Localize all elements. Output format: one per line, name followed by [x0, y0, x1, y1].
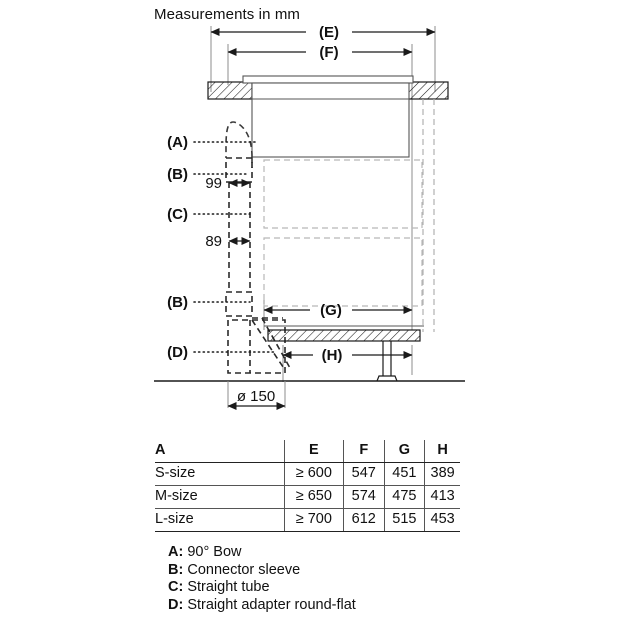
connector-sleeve-upper: [225, 157, 253, 183]
dimension-e: (E): [210, 24, 436, 41]
legend-text-c: Straight tube: [183, 579, 270, 595]
cell-g: 515: [383, 508, 425, 532]
dimension-value-150: ø 150: [237, 388, 275, 405]
cell-h: 389: [424, 462, 460, 486]
callout-c: (C): [167, 206, 251, 223]
callout-label-b-upper: (B): [167, 166, 188, 183]
cell-g: 451: [383, 462, 425, 486]
support-leg: [376, 341, 398, 382]
cell-e: ≥ 650: [283, 485, 344, 509]
cell-size-name: M-size: [155, 485, 285, 509]
dimension-diameter-150: ø 150: [227, 381, 286, 410]
legend-text-a: 90° Bow: [183, 544, 242, 560]
callout-label-b-lower: (B): [167, 294, 188, 311]
cell-g: 475: [383, 485, 425, 509]
cell-h: 413: [424, 485, 460, 509]
cell-h: 453: [424, 508, 460, 532]
column-header-g: G: [383, 440, 425, 463]
worktop-left: [207, 81, 253, 100]
table-body: S-size ≥ 600 547 451 389 M-size ≥ 650 57…: [155, 462, 460, 532]
legend-item-b: B: Connector sleeve: [168, 562, 356, 580]
cell-f: 574: [342, 485, 385, 509]
bow-90-degree: [225, 121, 253, 168]
cell-e: ≥ 700: [283, 508, 344, 532]
column-header-a: A: [155, 440, 285, 463]
callout-d: (D): [167, 344, 277, 361]
table-header: A E F G H: [155, 440, 460, 463]
callout-b-lower: (B): [167, 294, 251, 311]
cell-f: 612: [342, 508, 385, 532]
dimension-label-g: (G): [320, 302, 342, 319]
table-header-row: A E F G H: [155, 440, 460, 463]
straight-adapter-round-flat: [227, 317, 291, 374]
inner-compartments: [263, 159, 423, 307]
base-shelf: [264, 325, 424, 342]
legend-item-a: A: 90° Bow: [168, 544, 356, 562]
hob-body: [251, 82, 410, 158]
worktop-right: [403, 81, 449, 100]
dimension-value-99: 99: [205, 175, 222, 192]
callout-label-c: (C): [167, 206, 188, 223]
cell-size-name: S-size: [155, 462, 285, 486]
column-header-e: E: [283, 440, 344, 463]
column-header-f: F: [342, 440, 385, 463]
dimension-89: 89: [205, 233, 251, 250]
dimension-label-f: (F): [319, 44, 338, 61]
legend-key-c: C:: [168, 579, 184, 595]
size-specification-table: A E F G H S-size ≥ 600 547 451 389 M-siz…: [155, 440, 460, 532]
legend-item-c: C: Straight tube: [168, 579, 356, 597]
legend-key-a: A:: [168, 544, 184, 560]
dimension-h: (H): [282, 347, 413, 364]
dimension-value-89: 89: [205, 233, 222, 250]
table-row: S-size ≥ 600 547 451 389: [155, 462, 460, 486]
cabinet-outline: [422, 99, 435, 332]
callout-label-a: (A): [167, 134, 188, 151]
straight-tube: [228, 182, 251, 292]
connector-sleeve-lower: [225, 291, 253, 317]
dimension-99: 99: [205, 175, 251, 192]
page-title: Measurements in mm: [154, 6, 301, 23]
cell-size-name: L-size: [155, 508, 285, 532]
callout-a: (A): [167, 134, 257, 151]
legend-text-d: Straight adapter round-flat: [183, 596, 356, 613]
table-row: L-size ≥ 700 612 515 453: [155, 508, 460, 532]
legend-key-d: D:: [168, 596, 184, 613]
legend-key-b: B:: [168, 561, 184, 578]
technical-drawing: (E) (F): [154, 24, 465, 410]
column-header-h: H: [424, 440, 460, 463]
legend-text-b: Connector sleeve: [183, 561, 301, 578]
callout-b-upper: (B): [167, 166, 249, 183]
table-row: M-size ≥ 650 574 475 413: [155, 485, 460, 509]
hob-glass-top: [242, 75, 414, 84]
dimension-label-h: (H): [322, 347, 343, 364]
callout-label-d: (D): [167, 344, 188, 361]
dimension-label-e: (E): [319, 24, 339, 41]
cell-f: 547: [342, 462, 385, 486]
cell-e: ≥ 600: [283, 462, 344, 486]
legend: A: 90° Bow B: Connector sleeve C: Straig…: [168, 544, 356, 614]
dimension-g: (G): [263, 302, 413, 319]
legend-item-d: D: Straight adapter round-flat: [168, 597, 356, 615]
dimension-f: (F): [227, 44, 413, 61]
